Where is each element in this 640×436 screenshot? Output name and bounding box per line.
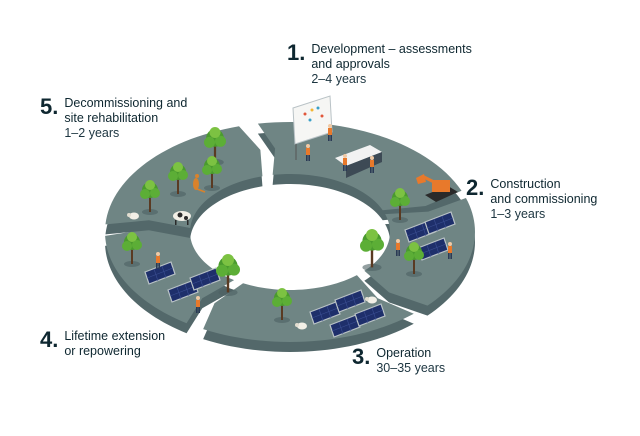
stage-3-label: 3. Operation 30–35 years	[352, 346, 445, 376]
kangaroo-icon	[193, 174, 206, 193]
stage-5-label: 5. Decommissioning and site rehabilitati…	[40, 96, 187, 141]
stage-1-label: 1. Development – assessments and approva…	[287, 42, 472, 87]
stage-1-title-line2: and approvals	[311, 57, 390, 71]
stage-2-label: 2. Construction and commissioning 1–3 ye…	[466, 177, 597, 222]
stage-2-title-line1: Construction	[490, 177, 561, 191]
stage-2-number: 2.	[466, 175, 485, 200]
stage-5-number: 5.	[40, 94, 59, 119]
stage-2-duration: 1–3 years	[490, 207, 546, 221]
stage-4-title-line2: or repowering	[64, 344, 141, 358]
stage-1-duration: 2–4 years	[311, 72, 367, 86]
stage-1-number: 1.	[287, 40, 306, 65]
stage-5-title-line1: Decommissioning and	[64, 96, 188, 110]
cow-icon	[173, 211, 191, 225]
excavator-icon	[416, 174, 458, 202]
stage-4-number: 4.	[40, 327, 59, 352]
whiteboard-icon	[292, 95, 333, 160]
stage-3-duration: 30–35 years	[376, 361, 446, 375]
stage-4-label: 4. Lifetime extension or repowering	[40, 329, 165, 359]
stage-3-number: 3.	[352, 344, 371, 369]
stage-3-title-line1: Operation	[376, 346, 432, 360]
stage-4-title-line1: Lifetime extension	[64, 329, 166, 343]
stage-5-segment	[105, 126, 263, 238]
stage-2-title-line2: and commissioning	[490, 192, 598, 206]
stage-5-duration: 1–2 years	[64, 126, 120, 140]
stage-1-title-line1: Development – assessments	[311, 42, 472, 56]
stage-5-title-line2: site rehabilitation	[64, 111, 159, 125]
